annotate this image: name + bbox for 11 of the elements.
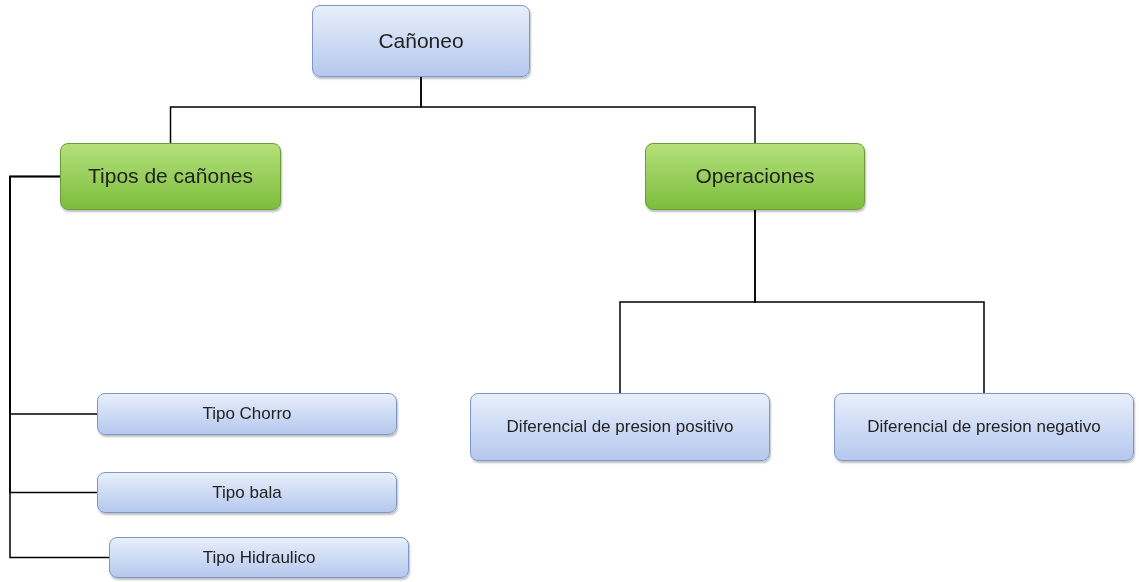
- node-box: Tipo Hidraulico: [109, 537, 409, 578]
- node-box: Diferencial de presion positivo: [470, 393, 770, 461]
- node-box: Operaciones: [645, 143, 865, 210]
- node-box: Tipo bala: [97, 472, 397, 513]
- node-box: Tipos de cañones: [60, 143, 281, 210]
- connector-line: [754, 209, 985, 394]
- node-box: Tipo Chorro: [97, 393, 397, 435]
- node-box: Diferencial de presion negativo: [834, 393, 1134, 461]
- connector-line: [420, 76, 756, 144]
- connector-line: [9, 175, 110, 559]
- node-box: Cañoneo: [312, 5, 530, 77]
